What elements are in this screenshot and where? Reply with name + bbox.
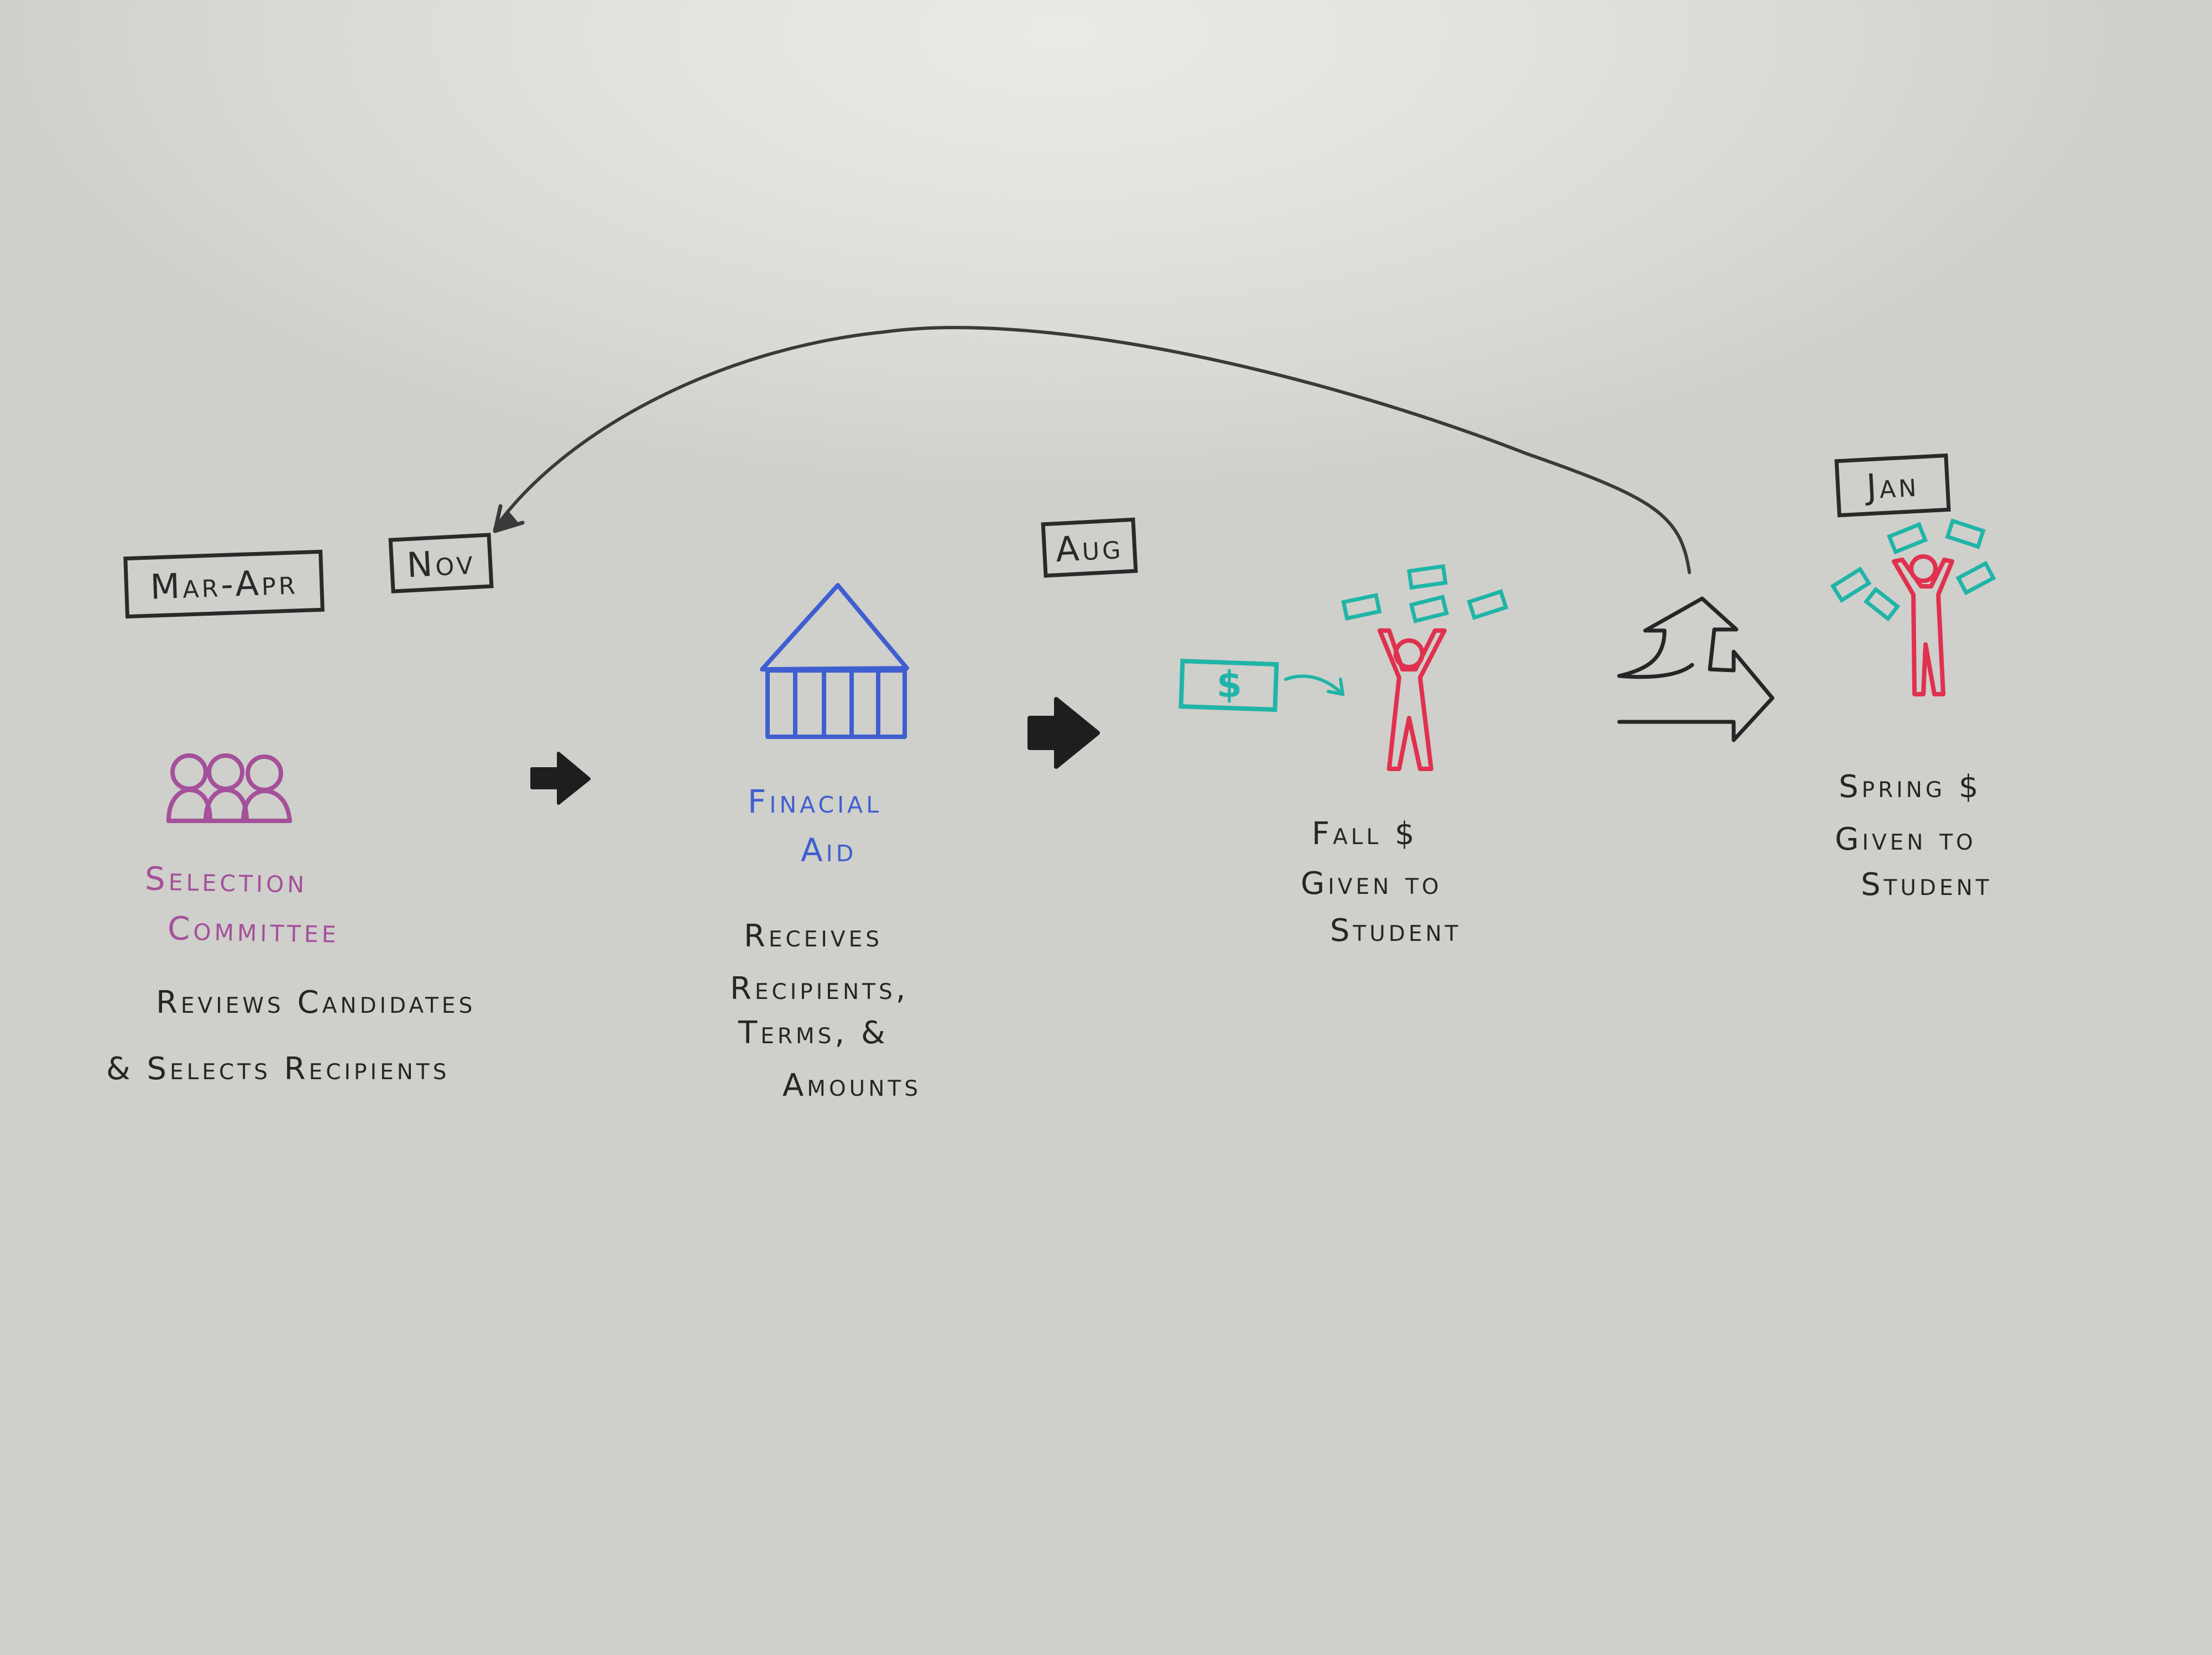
split-arrows <box>1617 596 1775 742</box>
arrow-to-financial-aid <box>530 752 591 805</box>
dollar-bill-icon <box>1178 658 1279 712</box>
fall-line1: Fall $ <box>1312 816 1418 852</box>
selection-title-line2: Committee <box>167 909 340 950</box>
spring-line2: Given to <box>1835 821 1976 857</box>
money-bills-icon <box>1830 518 1996 622</box>
date-label-jan: Jan <box>1865 464 1920 507</box>
financial-aid-desc-line2: Recipients, <box>730 971 909 1007</box>
date-label-nov: Nov <box>405 541 477 585</box>
spring-line1: Spring $ <box>1839 769 1982 805</box>
money-bills-icon <box>1341 564 1509 623</box>
financial-aid-title-line1: Finacial <box>748 783 883 820</box>
financial-aid-title-line2: Aid <box>801 831 857 869</box>
dollar-bill-symbol: $ <box>1217 663 1242 706</box>
loop-back-arrow <box>493 326 1691 574</box>
date-box-jan: Jan <box>1834 453 1951 518</box>
date-box-mar-apr: Mar-Apr <box>123 549 325 619</box>
date-label-mar-apr: Mar-Apr <box>149 561 299 607</box>
transfer-arrow-icon <box>1284 674 1345 696</box>
financial-aid-desc-line4: Amounts <box>782 1068 921 1104</box>
cheering-person-icon <box>1378 628 1447 771</box>
date-label-aug: Aug <box>1055 525 1124 570</box>
spring-line3: Student <box>1861 867 1992 903</box>
fall-line2: Given to <box>1301 866 1442 902</box>
group-icon <box>166 753 292 823</box>
selection-desc-line1: Reviews Candidates <box>156 985 476 1021</box>
date-box-nov: Nov <box>388 533 494 594</box>
fall-line3: Student <box>1330 913 1462 949</box>
bank-building-icon <box>760 583 909 739</box>
financial-aid-desc-line1: Receives <box>744 918 883 954</box>
cheering-person-icon <box>1892 554 1954 696</box>
date-box-aug: Aug <box>1041 517 1138 578</box>
selection-title-line1: Selection <box>144 860 308 901</box>
selection-desc-line2: & Selects Recipients <box>106 1051 450 1087</box>
arrow-to-fall <box>1027 697 1100 769</box>
financial-aid-desc-line3: Terms, & <box>738 1015 889 1051</box>
